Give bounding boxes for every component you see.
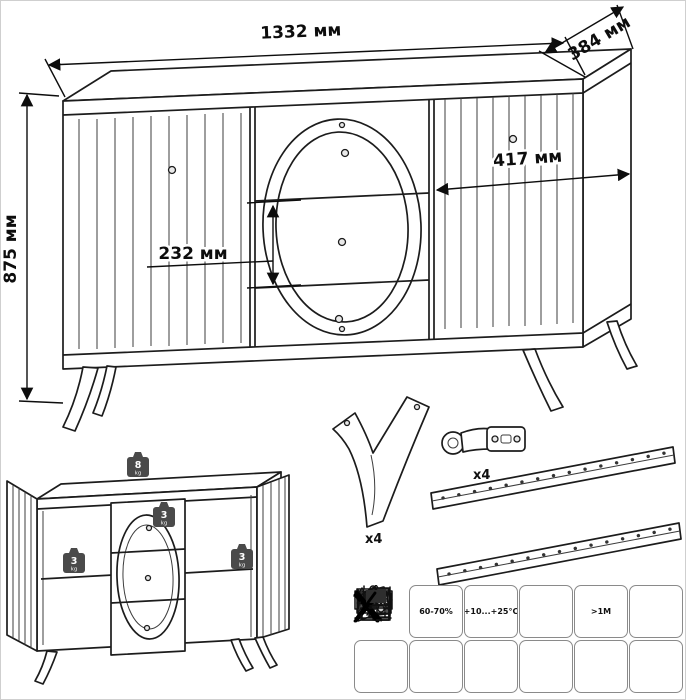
ventilation-gap-icon <box>356 585 683 638</box>
drawer-knob-bottom <box>334 314 344 324</box>
ov-knob-3 <box>143 624 151 632</box>
ov-left-door-open <box>6 480 38 652</box>
humidity-label: 60-70% <box>419 606 453 616</box>
ov-left-door-fluting <box>12 485 32 648</box>
no-leaning-on-open-door-icon <box>353 588 408 693</box>
svg-text:3: 3 <box>161 510 168 521</box>
oval-screw-top <box>338 121 346 129</box>
no-direct-sunlight-icon <box>353 585 573 638</box>
right-door-knob <box>508 134 518 144</box>
care-icons-grid: 60-70% +10...+25°C >1M <box>353 585 683 695</box>
svg-text:kg: kg <box>239 563 246 569</box>
drawer-slides-drawing <box>430 446 682 586</box>
left-door-knob <box>167 165 177 175</box>
heat-distance-icon: >1M <box>354 585 628 638</box>
humidity-icon: 60-70% <box>356 585 463 638</box>
svg-text:kg: kg <box>161 521 168 527</box>
temperature-label: +10...+25°C <box>464 606 518 616</box>
leg-qty-label: x4 <box>365 532 382 547</box>
no-climbing-icon <box>355 586 628 693</box>
dimension-height: 875 мм <box>1 92 64 404</box>
ov-knob-2 <box>144 574 152 582</box>
sideboard-open-view: 8 kg 3 kg 3 kg 3 kg <box>6 452 290 685</box>
ov-leg-back <box>254 636 278 669</box>
care-icons-row-2 <box>353 586 683 693</box>
base-line <box>62 303 632 356</box>
ov-right-door-open <box>256 474 290 640</box>
dimension-drawer-height: 232 мм <box>146 199 302 289</box>
right-door-fluting <box>444 93 574 329</box>
drawer-gaps <box>254 192 430 289</box>
dim-height-label: 875 мм <box>1 214 21 283</box>
ov-knob-1 <box>145 524 153 532</box>
drawer-knob-top <box>340 148 350 158</box>
hinge-qty-label: x4 <box>473 468 490 483</box>
no-water-icon <box>354 587 573 693</box>
ov-right-door-fluting <box>262 477 286 637</box>
dim-width-label: 1332 мм <box>260 20 342 43</box>
care-icons-row-1: 60-70% +10...+25°C >1M <box>353 585 683 638</box>
front-left-leg <box>62 366 99 432</box>
oval-screw-bottom <box>338 325 346 333</box>
front-face <box>62 78 584 370</box>
svg-text:8: 8 <box>135 460 142 471</box>
top-lip-line <box>62 62 632 116</box>
left-door-fluting <box>78 113 242 349</box>
weight-badge-top: 8 kg <box>127 452 149 477</box>
svg-text:3: 3 <box>71 556 78 567</box>
ov-leg-left <box>34 650 58 685</box>
front-divisions <box>249 100 435 347</box>
back-right-leg <box>606 320 638 370</box>
heat-distance-label: >1M <box>590 606 612 616</box>
hinge-drawing: x4 <box>441 426 526 483</box>
weight-badge-right: 3 kg <box>231 544 253 569</box>
svg-text:kg: kg <box>71 567 78 573</box>
leg-part-drawing: x4 <box>332 396 430 547</box>
front-right-leg <box>522 348 564 412</box>
ov-drawer-gaps <box>110 548 186 604</box>
no-hammering-icon <box>354 586 463 693</box>
no-dragging-icon <box>354 590 518 693</box>
side-face <box>582 48 632 348</box>
no-tv-overload-icon <box>354 590 683 693</box>
ov-leg-right <box>230 638 254 672</box>
temperature-icon: +10...+25°C <box>367 585 518 638</box>
svg-text:3: 3 <box>239 552 246 563</box>
ov-shelves <box>40 568 254 580</box>
dim-drawer-label: 232 мм <box>158 244 227 264</box>
svg-text:kg: kg <box>135 471 142 477</box>
weight-badge-left: 3 kg <box>63 548 85 573</box>
back-left-leg <box>92 365 117 417</box>
sideboard-isometric-view <box>62 48 638 432</box>
weight-badge-center: 3 kg <box>153 502 175 527</box>
drawer-knob-middle <box>337 237 347 247</box>
